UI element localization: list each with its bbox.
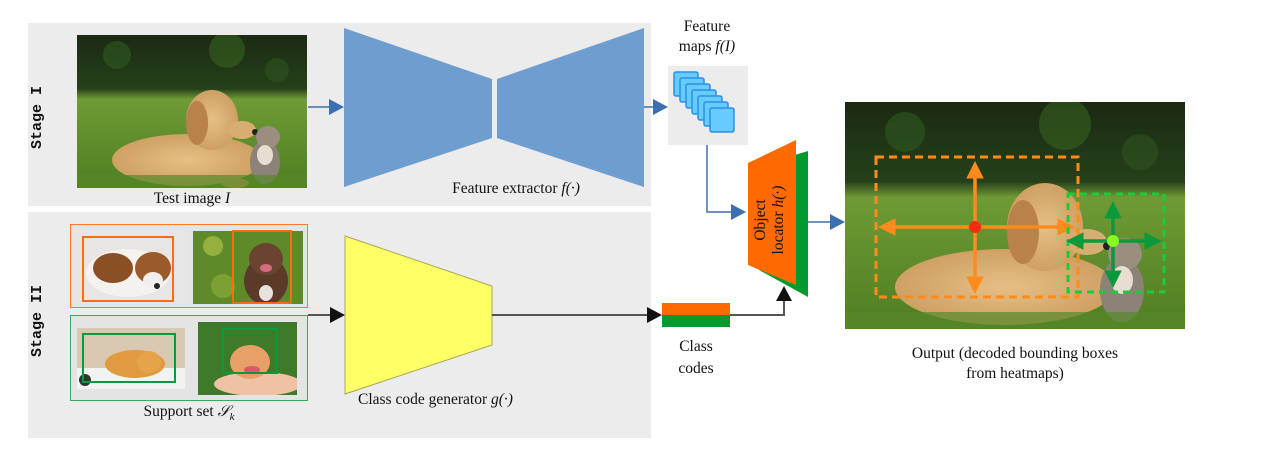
support-image-orange-kitten (77, 328, 185, 389)
class-code-cat (662, 315, 730, 327)
support-image-kitten-in-hand (198, 322, 297, 395)
arrowhead-icon (830, 214, 845, 230)
test-image (77, 35, 307, 188)
edge-line-class-codes-to-object-locator (730, 301, 785, 316)
arrowhead-icon (653, 99, 668, 115)
arrowhead-icon (731, 204, 746, 220)
feature-extractor-caption: Feature extractor f(·) (452, 180, 580, 197)
stage-2-label: Stage II (29, 284, 46, 357)
arrowhead-icon (776, 286, 792, 301)
object-locator-label: Object locator h(·) (752, 185, 787, 255)
edge-line-feature-maps-to-object-locator (706, 145, 731, 213)
feature-maps-caption: Feature maps f(I) (678, 18, 736, 55)
feature-maps-panel (668, 66, 748, 145)
support-image-sleeping-puppy (73, 228, 187, 304)
class-code-dog (662, 303, 730, 315)
output-caption: Output (decoded bounding boxes from heat… (911, 345, 1119, 382)
stage-1-label: Stage I (29, 85, 46, 149)
support-set-caption: Support set 𝒮k (143, 403, 235, 424)
output-image (845, 102, 1185, 329)
support-box-kitten-in-hand (222, 328, 278, 374)
class-code-generator-caption: Class code generator g(·) (358, 391, 513, 408)
support-box-brown-puppy (232, 230, 292, 304)
class-codes-caption: Class codes (678, 338, 714, 377)
support-image-brown-puppy (193, 231, 303, 304)
support-box-sleeping-puppy (82, 236, 174, 302)
test-image-caption: Test image I (153, 190, 231, 207)
support-box-orange-kitten (82, 333, 176, 383)
